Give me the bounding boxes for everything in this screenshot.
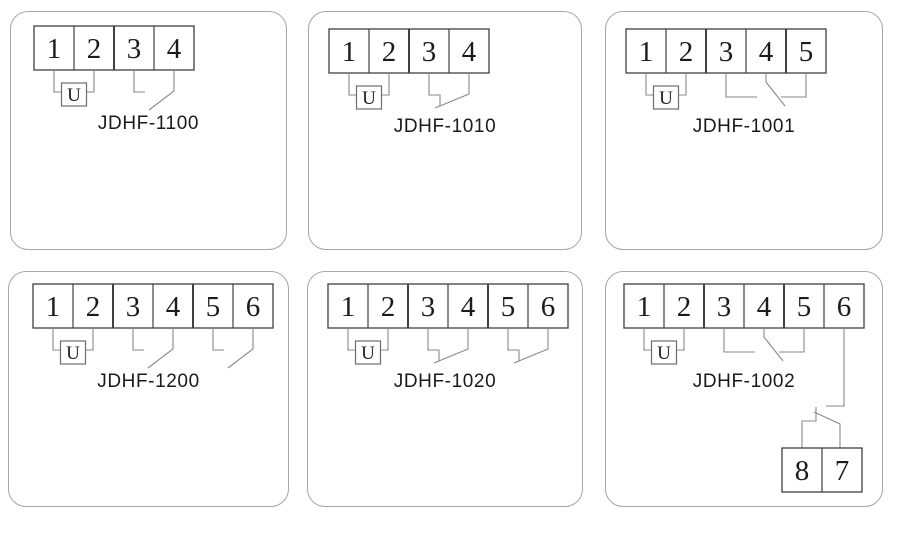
wire xyxy=(348,73,357,96)
coil-box xyxy=(650,340,678,365)
terminal-label: 4 xyxy=(759,36,774,68)
coil-box xyxy=(355,85,383,110)
terminal-label: 5 xyxy=(206,291,221,323)
wire xyxy=(826,328,845,407)
terminal-label: 5 xyxy=(799,36,814,68)
terminal-label: 1 xyxy=(637,291,652,323)
wire xyxy=(212,328,224,351)
terminal-label: 2 xyxy=(679,36,694,68)
wire xyxy=(725,73,757,98)
model-label: JDHF-1002 xyxy=(692,371,796,392)
coil-symbol: U xyxy=(657,343,671,364)
terminal-label: 3 xyxy=(717,291,732,323)
terminal-label: 3 xyxy=(127,33,142,65)
wire xyxy=(227,328,254,369)
terminal-label: 5 xyxy=(501,291,516,323)
terminal-label: 5 xyxy=(797,291,812,323)
model-label: JDHF-1010 xyxy=(393,116,497,137)
model-label: JDHF-1100 xyxy=(97,113,200,134)
terminal-label: 6 xyxy=(837,291,852,323)
coil-box xyxy=(60,82,88,107)
terminal-label: 2 xyxy=(381,291,396,323)
wire xyxy=(147,328,174,369)
wire xyxy=(148,70,175,111)
wire xyxy=(53,70,62,93)
terminal-label: 2 xyxy=(86,291,101,323)
wire xyxy=(433,328,469,364)
model-label: JDHF-1001 xyxy=(692,116,796,137)
wire xyxy=(133,70,145,93)
wire xyxy=(801,407,817,448)
wire xyxy=(380,328,389,351)
terminal-label: 8 xyxy=(795,455,810,487)
coil-symbol: U xyxy=(362,88,376,109)
terminal-label: 1 xyxy=(46,291,61,323)
coil-box xyxy=(354,340,382,365)
terminal-label: 4 xyxy=(461,291,476,323)
wire xyxy=(86,70,95,93)
wire xyxy=(723,328,755,353)
wire xyxy=(132,328,144,351)
coil-box xyxy=(652,85,680,110)
wire xyxy=(381,73,390,96)
terminal-label: 1 xyxy=(341,291,356,323)
terminal-label: 1 xyxy=(342,36,357,68)
terminal-label: 1 xyxy=(47,33,62,65)
terminal-label: 6 xyxy=(246,291,261,323)
terminal-label: 2 xyxy=(677,291,692,323)
terminal-label: 3 xyxy=(719,36,734,68)
wire xyxy=(85,328,94,351)
terminal-strip xyxy=(625,28,827,74)
wire xyxy=(781,73,807,98)
wire xyxy=(347,328,356,351)
terminal-label: 2 xyxy=(87,33,102,65)
terminal-label: 3 xyxy=(422,36,437,68)
wire xyxy=(427,328,440,361)
terminal-label: 1 xyxy=(639,36,654,68)
terminal-label: 4 xyxy=(757,291,772,323)
wire xyxy=(507,328,520,361)
terminal-label: 6 xyxy=(541,291,556,323)
wire xyxy=(428,73,441,106)
wire xyxy=(52,328,61,351)
terminal-label: 3 xyxy=(421,291,436,323)
wire xyxy=(434,73,470,109)
wire xyxy=(676,328,685,351)
terminal-label: 3 xyxy=(126,291,141,323)
coil-symbol: U xyxy=(67,85,81,106)
wire xyxy=(765,73,786,107)
wire xyxy=(678,73,687,96)
coil-box xyxy=(59,340,87,365)
wire xyxy=(643,328,652,351)
model-label: JDHF-1020 xyxy=(393,371,497,392)
wire xyxy=(645,73,654,96)
coil-symbol: U xyxy=(659,88,673,109)
terminal-label: 4 xyxy=(166,291,181,323)
wire xyxy=(779,328,805,353)
model-label: JDHF-1200 xyxy=(97,371,200,392)
wire xyxy=(813,411,841,448)
terminal-label: 4 xyxy=(462,36,477,68)
terminal-label: 7 xyxy=(835,455,850,487)
terminal-label: 4 xyxy=(167,33,182,65)
coil-symbol: U xyxy=(66,343,80,364)
wire xyxy=(763,328,784,362)
terminal-label: 2 xyxy=(382,36,397,68)
coil-symbol: U xyxy=(361,343,375,364)
wire xyxy=(513,328,549,364)
